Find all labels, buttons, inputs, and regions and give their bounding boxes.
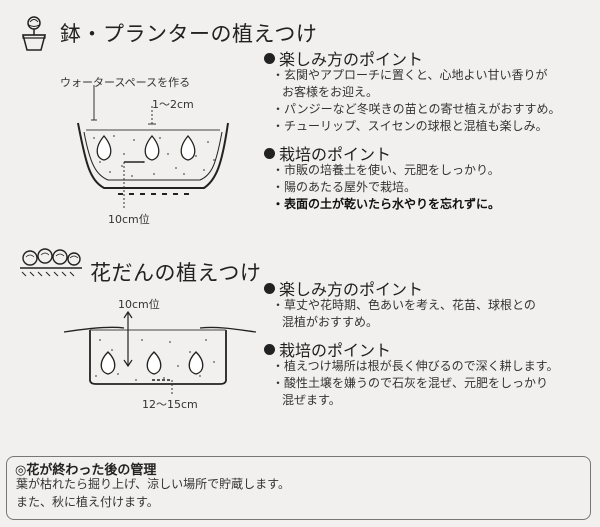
list-item: ・市販の培養土を使い、元肥をしっかり。 [272, 163, 500, 177]
bullet-icon [264, 283, 275, 294]
list-item: ・植えつけ場所は根が長く伸びるので深く耕します。 [272, 359, 559, 373]
flower-pot-icon [22, 16, 46, 51]
depth-label: 1～2cm [152, 98, 194, 111]
bed-enjoy-list: ・草丈や花時期、色あいを考え、花苗、球根との 混植がおすすめ。 [272, 297, 536, 331]
water-space-label: ウォータースペースを作る [60, 76, 191, 89]
list-item: ・表面の土が乾いたら水やりを忘れずに。 [272, 197, 501, 211]
bed-grow-heading: 栽培のポイント [264, 337, 391, 361]
bed-grow-list: ・植えつけ場所は根が長く伸びるので深く耕します。 ・酸性土壌を嫌うので石灰を混ぜ… [272, 358, 558, 409]
pot-grow-heading: 栽培のポイント [264, 141, 391, 165]
list-item: ・パンジーなど冬咲きの苗との寄せ植えがおすすめ。 [272, 102, 561, 116]
list-item: ・草丈や花時期、色あいを考え、花苗、球根との [272, 298, 536, 312]
after-bloom-title: ◎花が終わった後の管理 [12, 459, 160, 478]
list-item: 葉が枯れたら掘り上げ、涼しい場所で貯蔵します。 [16, 477, 290, 491]
bed-depth-label: 10cm位 [118, 298, 160, 311]
bed-spacing-label: 12～15cm [142, 398, 198, 411]
list-item: また、秋に植え付けます。 [16, 495, 159, 509]
bed-planting-diagram [63, 310, 257, 394]
list-item: ・酸性土壌を嫌うので石灰を混ぜ、元肥をしっかり [272, 376, 549, 390]
spacing-label: 10cm位 [108, 213, 150, 226]
after-bloom-list: 葉が枯れたら掘り上げ、涼しい場所で貯蔵します。 また、秋に植え付けます。 [16, 475, 290, 511]
after-bloom-box [6, 456, 591, 520]
flower-bed-icon [20, 248, 82, 277]
bullet-icon [264, 53, 275, 64]
pot-planting-diagram [77, 85, 229, 208]
bullet-icon [264, 148, 275, 159]
list-item: 混植がおすすめ。 [282, 315, 379, 329]
bullet-icon [264, 344, 275, 355]
bed-enjoy-heading: 楽しみ方のポイント [264, 276, 423, 300]
bed-section-title: 花だんの植えつけ [90, 261, 262, 285]
pot-enjoy-heading: 楽しみ方のポイント [264, 46, 423, 70]
pot-section-title: 鉢・プランターの植えつけ [60, 22, 318, 46]
pot-enjoy-list: ・玄関やアプローチに置くと、心地よい甘い香りが お客様をお迎え。 ・パンジーなど… [272, 67, 560, 135]
list-item: ・陽のあたる屋外で栽培。 [272, 180, 417, 194]
list-item: 混ぜます。 [282, 393, 341, 407]
list-item: ・チューリップ、スイセンの球根と混植も楽しみ。 [272, 119, 548, 133]
pot-grow-list: ・市販の培養土を使い、元肥をしっかり。 ・陽のあたる屋外で栽培。 ・表面の土が乾… [272, 162, 500, 213]
list-item: ・玄関やアプローチに置くと、心地よい甘い香りが [272, 68, 548, 82]
list-item: お客様をお迎え。 [282, 85, 379, 99]
